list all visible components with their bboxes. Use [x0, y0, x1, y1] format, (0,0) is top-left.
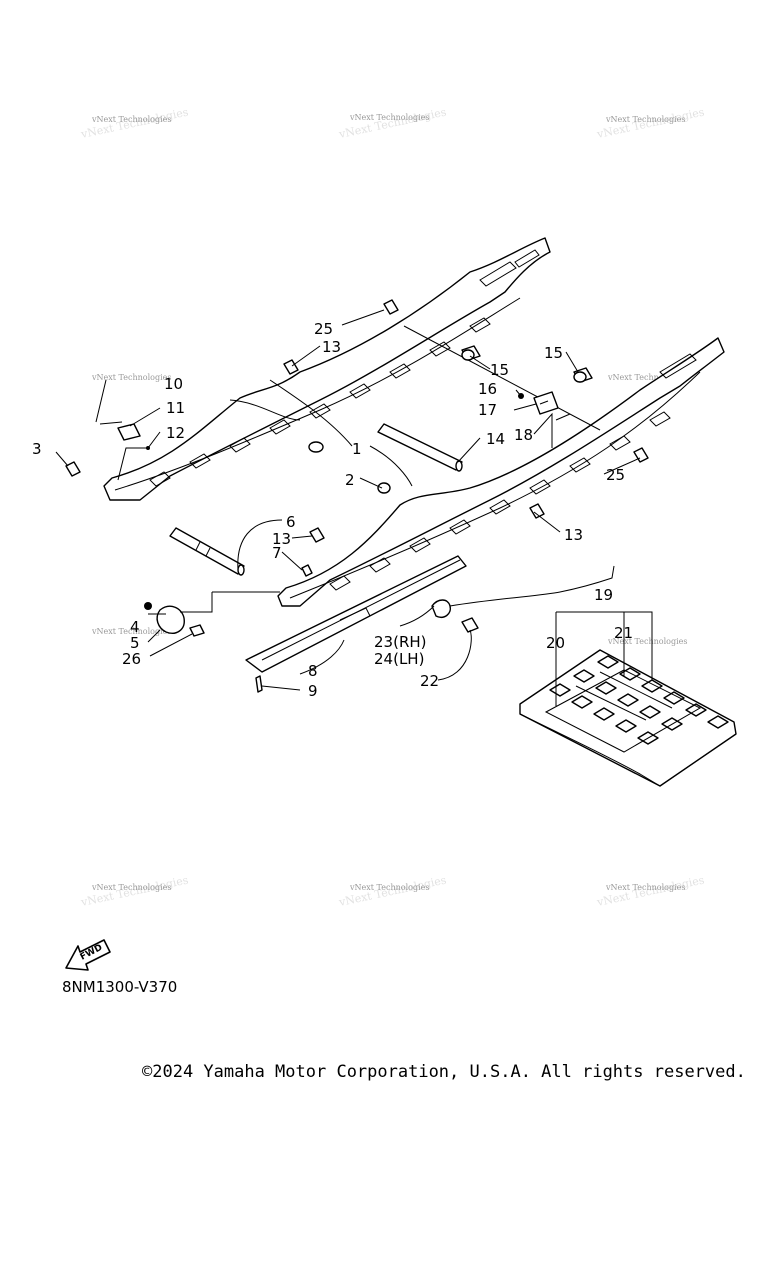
track-section-19 [519, 649, 737, 787]
svg-text:vNext Technologies: vNext Technologies [349, 113, 429, 122]
screw-9 [255, 675, 263, 693]
bolt-3 [65, 461, 81, 477]
svg-text:vNext Technologies: vNext Technologies [607, 373, 687, 382]
stopper-11 [99, 421, 150, 450]
callout-11: 11 [166, 399, 185, 417]
callout-19: 19 [594, 586, 613, 604]
callout-7: 7 [272, 544, 282, 562]
callout-14: 14 [486, 430, 505, 448]
svg-text:vNext Technologies: vNext Technologies [605, 883, 685, 892]
bolt-13 [529, 503, 545, 519]
callout-5: 5 [130, 634, 140, 652]
callout-25: 25 [314, 320, 333, 338]
diagram-code: 8NM1300-V370 [62, 978, 178, 996]
collar-15 [573, 367, 593, 383]
watermark: vNext Technologies [91, 627, 171, 636]
callout-16: 16 [478, 380, 497, 398]
fwd-arrow-icon: FWD [65, 939, 111, 971]
cross-shaft-upper [403, 325, 601, 431]
leader-lines [55, 309, 653, 706]
callout-24-lh: 24(LH) [374, 650, 424, 668]
watermark: vNext Technologies [91, 373, 171, 382]
spring-23-24 [431, 565, 615, 633]
front-slide-rail [277, 337, 725, 607]
callout-15: 15 [544, 344, 563, 362]
svg-text:vNext Technologies: vNext Technologies [349, 883, 429, 892]
callout-4: 4 [130, 618, 140, 636]
callout-25: 25 [606, 466, 625, 484]
bolt-25 [383, 299, 399, 315]
callout-18: 18 [514, 426, 533, 444]
callout-23-rh: 23(RH) [374, 633, 427, 651]
wear-bar-8 [245, 555, 467, 673]
callout-2: 2 [345, 471, 355, 489]
bolt-18 [555, 413, 571, 421]
slider-5 [144, 602, 205, 637]
svg-text:vNext Technologies: vNext Technologies [91, 883, 171, 892]
washer-2 [308, 441, 324, 453]
svg-text:vNext Technologies: vNext Technologies [607, 637, 687, 646]
cross-shaft-14 [377, 423, 463, 472]
callout-22: 22 [420, 672, 439, 690]
washer-2 [377, 482, 391, 494]
bolt-13 [283, 359, 299, 375]
track-lugs [549, 655, 729, 745]
copyright-notice: ©2024 Yamaha Motor Corporation, U.S.A. A… [142, 1062, 746, 1082]
callout-6: 6 [286, 513, 296, 531]
svg-text:vNext Technologies: vNext Technologies [605, 115, 685, 124]
watermark: vNext Technologies [607, 637, 687, 646]
callout-13: 13 [272, 530, 291, 548]
callout-13: 13 [564, 526, 583, 544]
svg-text:vNext Technologies: vNext Technologies [91, 373, 171, 382]
rail-cutouts [329, 353, 697, 591]
callout-17: 17 [478, 401, 497, 419]
callout-12: 12 [166, 424, 185, 442]
bolt-13 [309, 527, 325, 543]
callout-21: 21 [614, 624, 633, 642]
callouts: 25 13 15 15 16 17 18 14 25 13 1 2 3 10 1… [32, 320, 633, 700]
callout-3: 3 [32, 440, 42, 458]
watermark: vNext Technologies [607, 373, 687, 382]
collar-15 [461, 345, 481, 361]
bumper-17 [518, 391, 559, 415]
callout-13: 13 [322, 338, 341, 356]
clip-7 [301, 564, 313, 577]
callout-9: 9 [308, 682, 318, 700]
callout-26: 26 [122, 650, 141, 668]
svg-text:vNext Technologies: vNext Technologies [91, 627, 171, 636]
callout-10: 10 [164, 375, 183, 393]
callout-15: 15 [490, 361, 509, 379]
cross-shaft-front [169, 527, 245, 576]
svg-text:vNext Technologies: vNext Technologies [91, 115, 171, 124]
callout-1: 1 [352, 440, 362, 458]
svg-text:vNext Technologies: vNext Technologies [337, 105, 448, 141]
callout-20: 20 [546, 634, 565, 652]
callout-8: 8 [308, 662, 318, 680]
rear-slide-rail [103, 237, 551, 501]
